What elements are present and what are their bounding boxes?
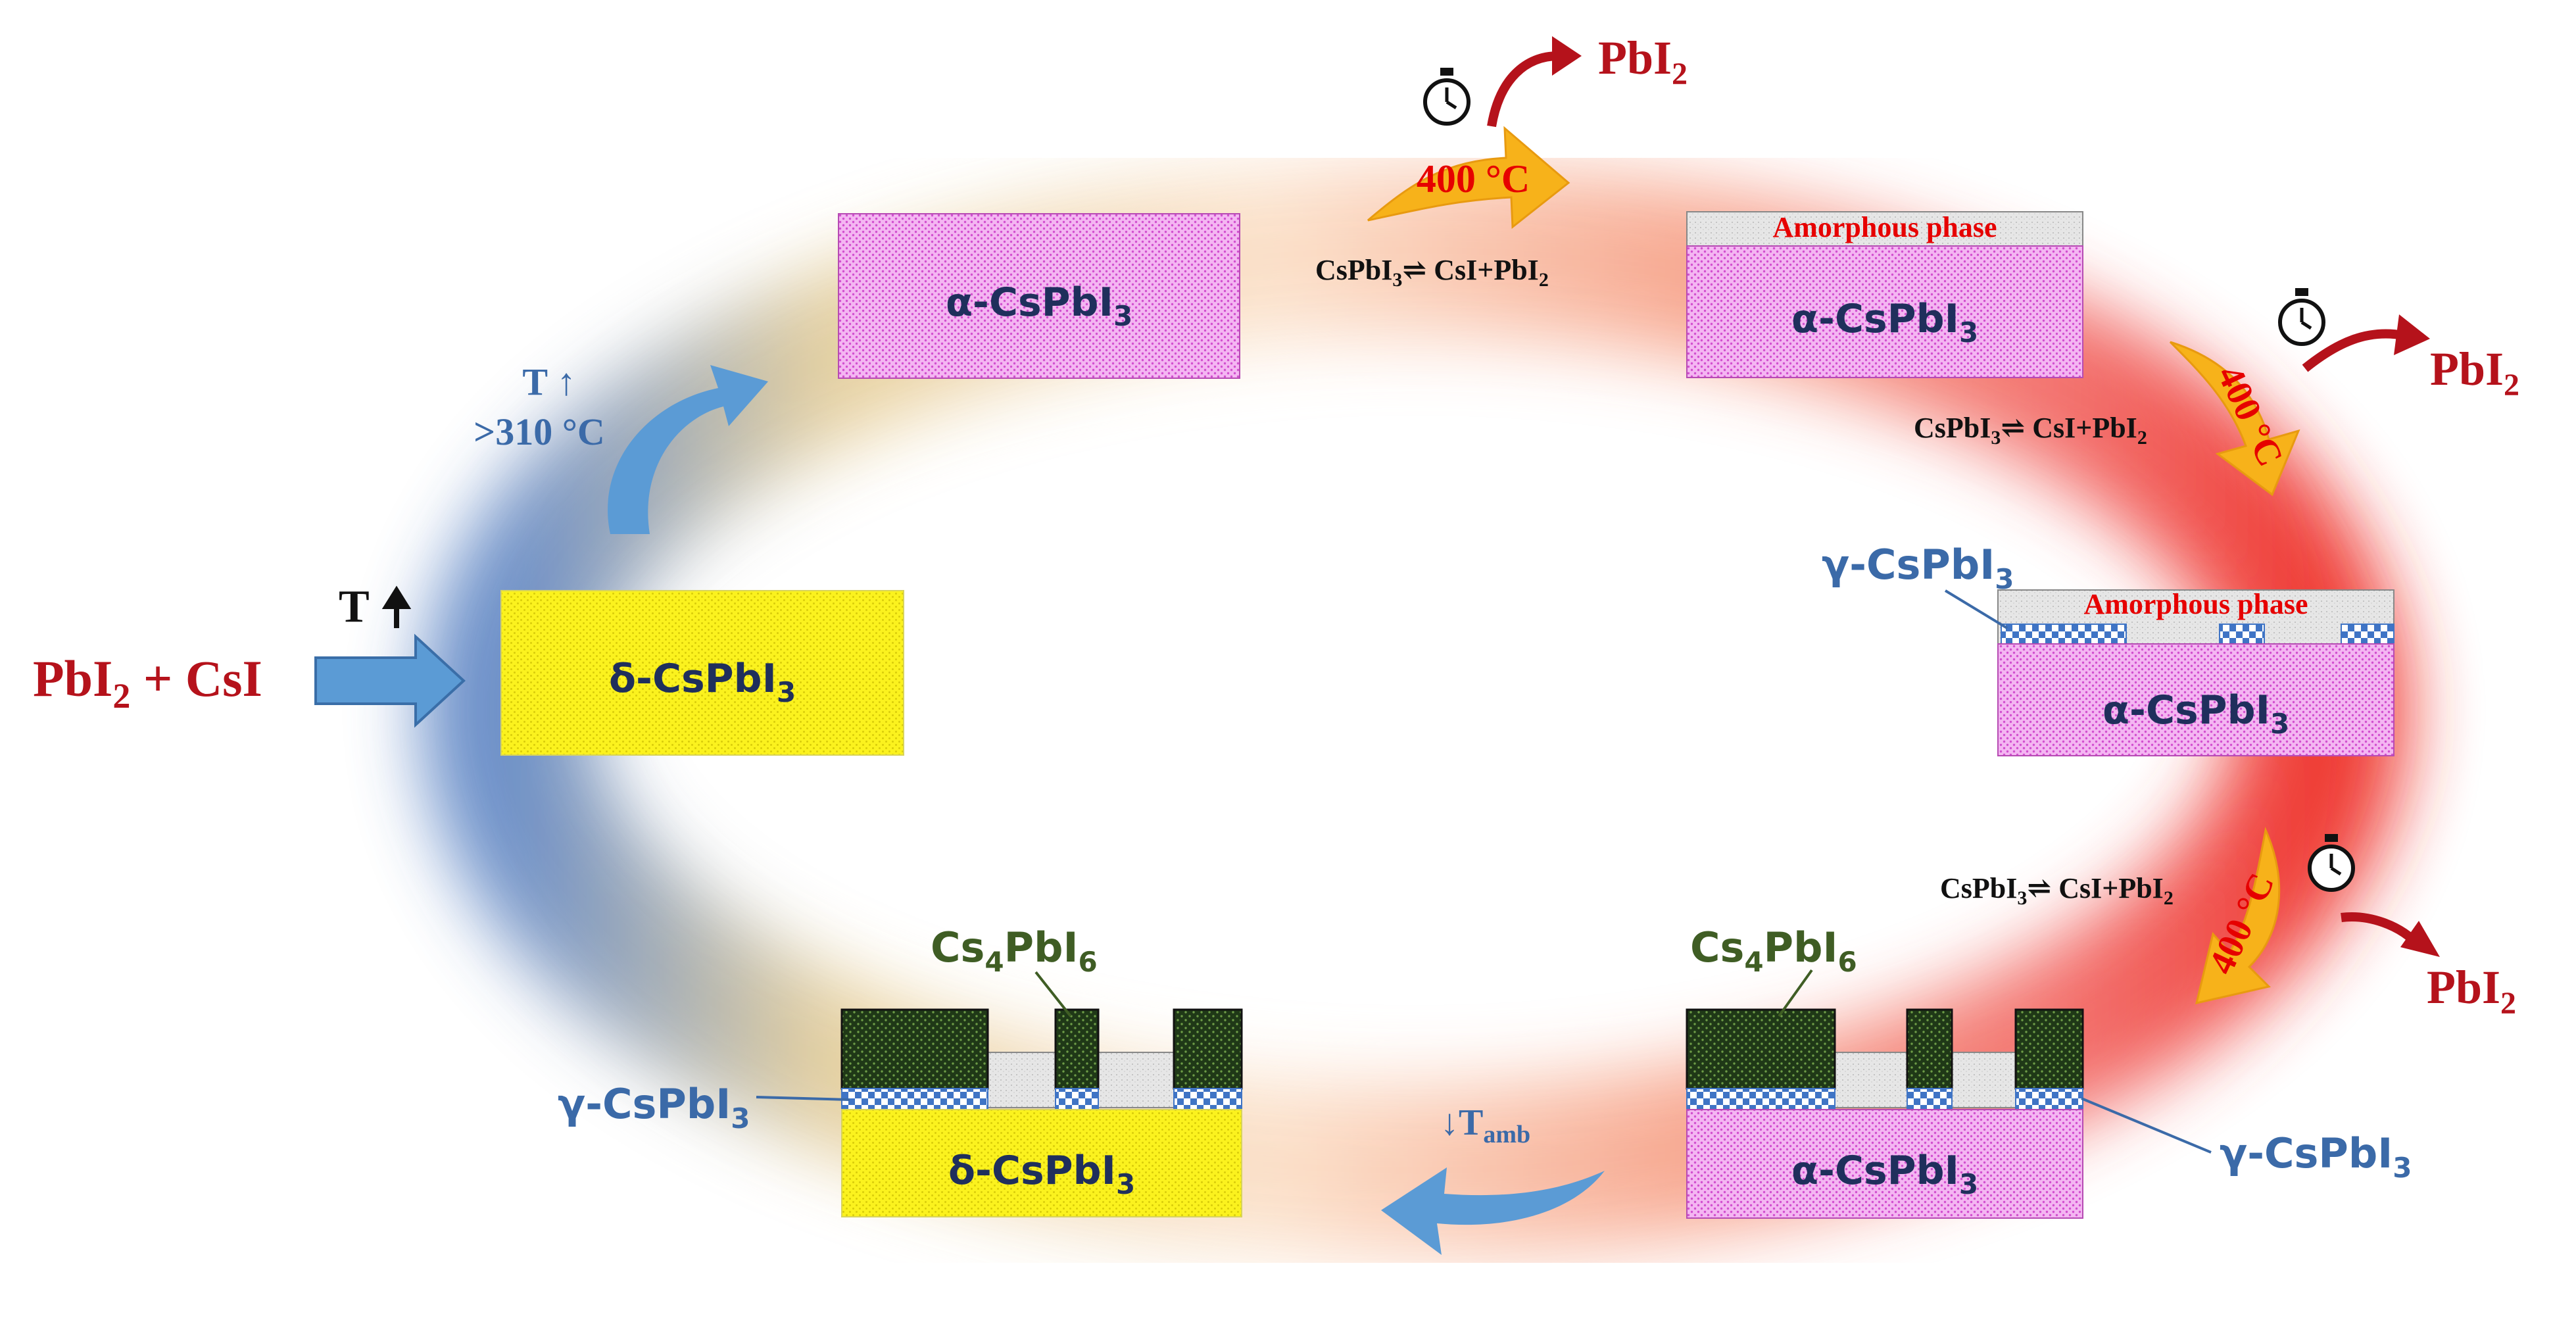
svg-text:Amorphous phase: Amorphous phase bbox=[2083, 588, 2308, 620]
transition-temp-line2: >310 °C bbox=[474, 410, 605, 453]
product-pbi2-3: PbI2 bbox=[2427, 961, 2516, 1021]
reaction-equation-1: CsPbI3⇌ CsI+PbI2 bbox=[1315, 254, 1549, 291]
gamma-pointer-1 bbox=[1944, 589, 2008, 629]
gamma-pointer-2 bbox=[2081, 1097, 2212, 1154]
reactants-label: PbI2 + CsI bbox=[33, 650, 262, 716]
cooling-label: ↓Tamb bbox=[1440, 1102, 1530, 1148]
product-pbi2-2: PbI2 bbox=[2430, 343, 2519, 403]
gamma-label-2: γ-CsPbI3 bbox=[2220, 1129, 2412, 1184]
cooling-arrow-icon bbox=[1381, 1167, 1605, 1255]
product-pbi2-1: PbI2 bbox=[1598, 32, 1688, 91]
svg-text:α-CsPbI3: α-CsPbI3 bbox=[1791, 1148, 1978, 1200]
svg-text:α-CsPbI3: α-CsPbI3 bbox=[1791, 296, 1978, 349]
cs4pbi6-pointer-1 bbox=[1778, 969, 1813, 1018]
cs4pbi6-label-1: Cs4PbI6 bbox=[1690, 923, 1857, 978]
svg-text:α-CsPbI3: α-CsPbI3 bbox=[946, 280, 1132, 332]
gamma-pointer-3 bbox=[756, 1096, 850, 1101]
stopwatch-icon bbox=[1423, 68, 1470, 126]
block-arrow-icon bbox=[314, 633, 466, 728]
heating-arrow-icon bbox=[1367, 126, 1570, 229]
svg-text:α-CsPbI3: α-CsPbI3 bbox=[2102, 687, 2289, 740]
heating-arrow-icon bbox=[2169, 341, 2300, 497]
gamma-label-3: γ-CsPbI3 bbox=[558, 1080, 750, 1135]
alpha-cspbi3-block-2: Amorphous phase α-CsPbI3 bbox=[1686, 211, 2083, 378]
gamma-label-1: γ-CsPbI3 bbox=[1822, 541, 2014, 595]
reaction-equation-3: CsPbI3⇌ CsI+PbI2 bbox=[1940, 872, 2174, 909]
curved-arrow-icon bbox=[608, 365, 768, 534]
cs4pbi6-label-2: Cs4PbI6 bbox=[931, 923, 1098, 978]
transition-temp-line1: T ↑ bbox=[522, 360, 575, 403]
heating-arrow-icon bbox=[2195, 827, 2281, 1004]
reaction-equation-2: CsPbI3⇌ CsI+PbI2 bbox=[1914, 412, 2147, 449]
delta-cspbi3-initial: δ-CsPbI3 bbox=[500, 590, 904, 756]
alpha-cspbi3-block-1: α-CsPbI3 bbox=[838, 213, 1240, 379]
temperature-label-1: 400 °C bbox=[1417, 157, 1530, 201]
stopwatch-icon bbox=[2278, 288, 2325, 346]
heat-label: T bbox=[339, 581, 370, 632]
release-arrowhead-icon bbox=[2400, 921, 2440, 957]
release-arrow-icon bbox=[1487, 51, 1559, 128]
stopwatch-icon bbox=[2308, 834, 2355, 892]
release-arrowhead-icon bbox=[1552, 36, 1582, 76]
alpha-cspbi3-block-3: Amorphous phase α-CsPbI3 bbox=[1997, 588, 2394, 756]
cs4pbi6-pointer-2 bbox=[1034, 971, 1072, 1018]
heat-up-arrow-icon bbox=[381, 585, 412, 628]
release-arrow-icon bbox=[2302, 329, 2405, 372]
release-arrowhead-icon bbox=[2394, 314, 2430, 355]
svg-text:δ-CsPbI3: δ-CsPbI3 bbox=[948, 1148, 1135, 1200]
delta-cspbi3-final: δ-CsPbI3 bbox=[840, 1008, 1243, 1217]
svg-text:Amorphous phase: Amorphous phase bbox=[1772, 211, 1997, 243]
svg-text:δ-CsPbI3: δ-CsPbI3 bbox=[609, 656, 796, 708]
alpha-cspbi3-block-4: α-CsPbI3 bbox=[1686, 1008, 2084, 1219]
